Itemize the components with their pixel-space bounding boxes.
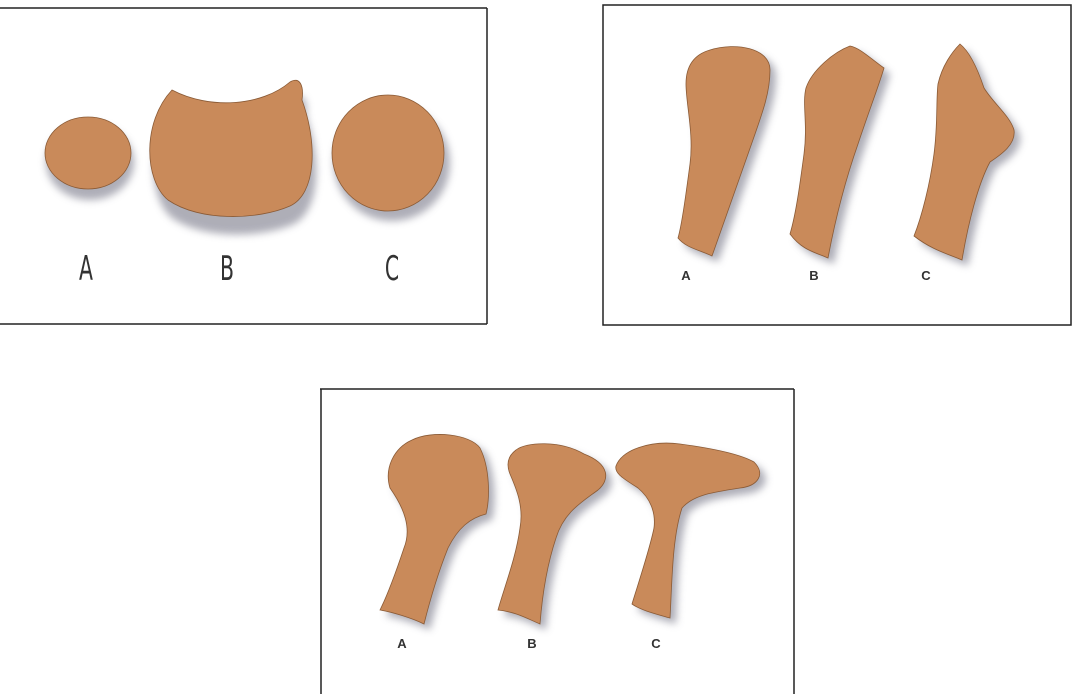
shape-b: [150, 80, 312, 216]
label-a: A: [397, 636, 407, 651]
label-b: B: [220, 248, 234, 288]
shape-c: [914, 44, 1014, 260]
panel-2-figure: A B C: [602, 4, 1072, 328]
label-b: B: [809, 268, 818, 283]
label-b: B: [527, 636, 536, 651]
panel-elongated-shapes: A B C: [602, 4, 1072, 328]
panel-1-figure: A B C: [0, 0, 488, 326]
label-c: C: [921, 268, 931, 283]
label-a: A: [681, 268, 691, 283]
label-a: A: [79, 248, 93, 288]
label-c: C: [385, 248, 399, 288]
panel-head-shapes: A B C: [320, 388, 796, 694]
shape-b: [498, 444, 606, 624]
panel-3-figure: A B C: [320, 388, 796, 694]
panel-cross-sections: A B C: [0, 0, 488, 326]
shape-a: [45, 117, 131, 189]
shape-c: [616, 443, 760, 618]
shape-c: [332, 95, 444, 211]
label-c: C: [651, 636, 661, 651]
